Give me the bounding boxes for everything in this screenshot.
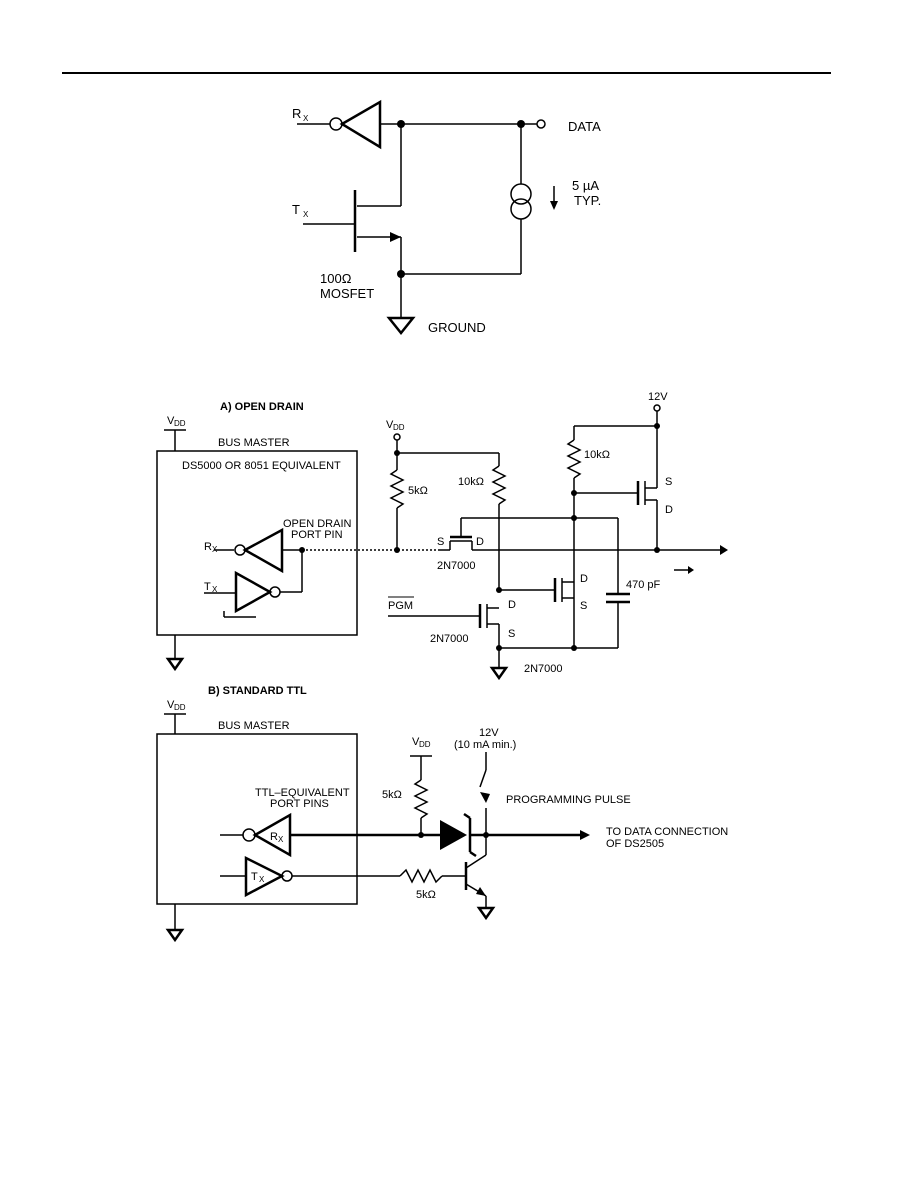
v12-note: (10 mA min.) xyxy=(454,739,516,751)
resistor-10k-label-b: 10kΩ xyxy=(584,449,610,461)
current-direction-arrow xyxy=(550,201,558,210)
data-label: DATA xyxy=(568,119,601,134)
q3-drain-label: D xyxy=(665,504,673,516)
ground-b2 xyxy=(476,906,496,921)
resistor-5k-label-b: 5kΩ xyxy=(382,789,402,801)
open-drain-title: A) OPEN DRAIN xyxy=(220,401,304,413)
resistor-5k-label-c: 5kΩ xyxy=(416,889,436,901)
current-value: 5 µA xyxy=(572,178,599,193)
to-label-2: OF DS2505 xyxy=(606,838,664,850)
mcu-label: DS5000 OR 8051 EQUIVALENT xyxy=(182,460,341,472)
tx-sub-a: X xyxy=(212,585,218,594)
pgm-drain-label: D xyxy=(508,599,516,611)
current-typ-label: TYP. xyxy=(574,193,601,208)
rx-label-a: R xyxy=(204,541,212,553)
tx-label: T xyxy=(292,202,300,217)
output-arrow-a xyxy=(720,545,728,555)
v12-label-b: 12V xyxy=(479,727,499,739)
q2-drain-label: D xyxy=(580,573,588,585)
vdd-label-b2: V xyxy=(412,736,420,748)
rx-label-b: R xyxy=(270,831,278,843)
bus-master-label-a: BUS MASTER xyxy=(218,437,290,449)
q1-label: 2N7000 xyxy=(437,560,476,572)
mosfet-resistance-label: 100Ω xyxy=(320,271,352,286)
ground-a2 xyxy=(489,666,509,681)
data-terminal xyxy=(536,119,546,129)
tx-buffer-a xyxy=(234,570,273,614)
rx-sub-b: X xyxy=(278,835,284,844)
ground-b xyxy=(165,928,185,943)
current-source-lower xyxy=(510,198,532,220)
vdd-sub-a: DD xyxy=(174,419,186,428)
resistor-5k-a xyxy=(389,469,405,509)
ttl-label-1: TTL–EQUIVALENT xyxy=(255,787,350,799)
open-drain-label-1: OPEN DRAIN xyxy=(283,518,352,530)
zener-diode xyxy=(440,820,467,850)
standard-ttl-circuit: B) STANDARD TTL V DD BUS MASTER TTL–EQUI… xyxy=(156,685,728,943)
resistor-5k-c xyxy=(399,868,443,884)
q1-drain-label: D xyxy=(476,536,484,548)
q1-source-label: S xyxy=(437,536,444,548)
vdd-sub-a2: DD xyxy=(393,423,405,432)
v12-label-a: 12V xyxy=(648,391,668,403)
resistor-10k-b xyxy=(566,439,582,479)
vdd-sub-b2: DD xyxy=(419,740,431,749)
tx-subscript: X xyxy=(303,210,309,219)
ttl-title: B) STANDARD TTL xyxy=(208,685,307,697)
bus-master-box-a xyxy=(156,450,358,636)
output-arrow-b xyxy=(580,830,590,840)
q2-label: 2N7000 xyxy=(524,663,563,675)
open-drain-label-2: PORT PIN xyxy=(291,529,343,541)
resistor-5k-b xyxy=(413,779,429,819)
rx-buffer-a xyxy=(242,527,284,574)
current-source-upper xyxy=(510,183,532,205)
vdd-sub-b: DD xyxy=(174,703,186,712)
tx-sub-b: X xyxy=(259,875,265,884)
vdd-label-b: V xyxy=(167,699,175,711)
open-drain-circuit: A) OPEN DRAIN V DD BUS MASTER DS5000 OR … xyxy=(156,391,728,681)
rx-label: R xyxy=(292,106,301,121)
interface-equivalent-circuit: R X DATA T X 100Ω MOSFET GROUND 5 µA TYP… xyxy=(292,99,601,336)
tx-label-a: T xyxy=(204,581,211,593)
vdd-label-a2: V xyxy=(386,419,394,431)
mosfet-label: MOSFET xyxy=(320,286,374,301)
capacitor-label: 470 pF xyxy=(626,579,661,591)
tx-buffer-b xyxy=(244,855,285,898)
ground-label: GROUND xyxy=(428,320,486,335)
q-pgm-label: 2N7000 xyxy=(430,633,469,645)
bus-master-box-b xyxy=(156,733,358,905)
resistor-5k-label-a: 5kΩ xyxy=(408,485,428,497)
ground-a xyxy=(165,657,185,672)
tx-label-b: T xyxy=(251,871,258,883)
resistor-10k-a xyxy=(491,465,507,505)
to-label-1: TO DATA CONNECTION xyxy=(606,826,728,838)
q3-source-label: S xyxy=(665,476,672,488)
ground-symbol xyxy=(386,316,416,336)
q2-source-label: S xyxy=(580,600,587,612)
resistor-10k-label-a: 10kΩ xyxy=(458,476,484,488)
ttl-label-2: PORT PINS xyxy=(270,798,329,810)
rx-buffer xyxy=(339,99,382,150)
rx-subscript: X xyxy=(303,114,309,123)
pgm-source-label: S xyxy=(508,628,515,640)
programming-switch xyxy=(479,769,487,788)
vdd-label-a: V xyxy=(167,415,175,427)
pulse-label: PROGRAMMING PULSE xyxy=(506,794,631,806)
pgm-label: PGM xyxy=(388,600,413,612)
bus-master-label-b: BUS MASTER xyxy=(218,720,290,732)
mosfet-source-arrow xyxy=(390,232,401,242)
